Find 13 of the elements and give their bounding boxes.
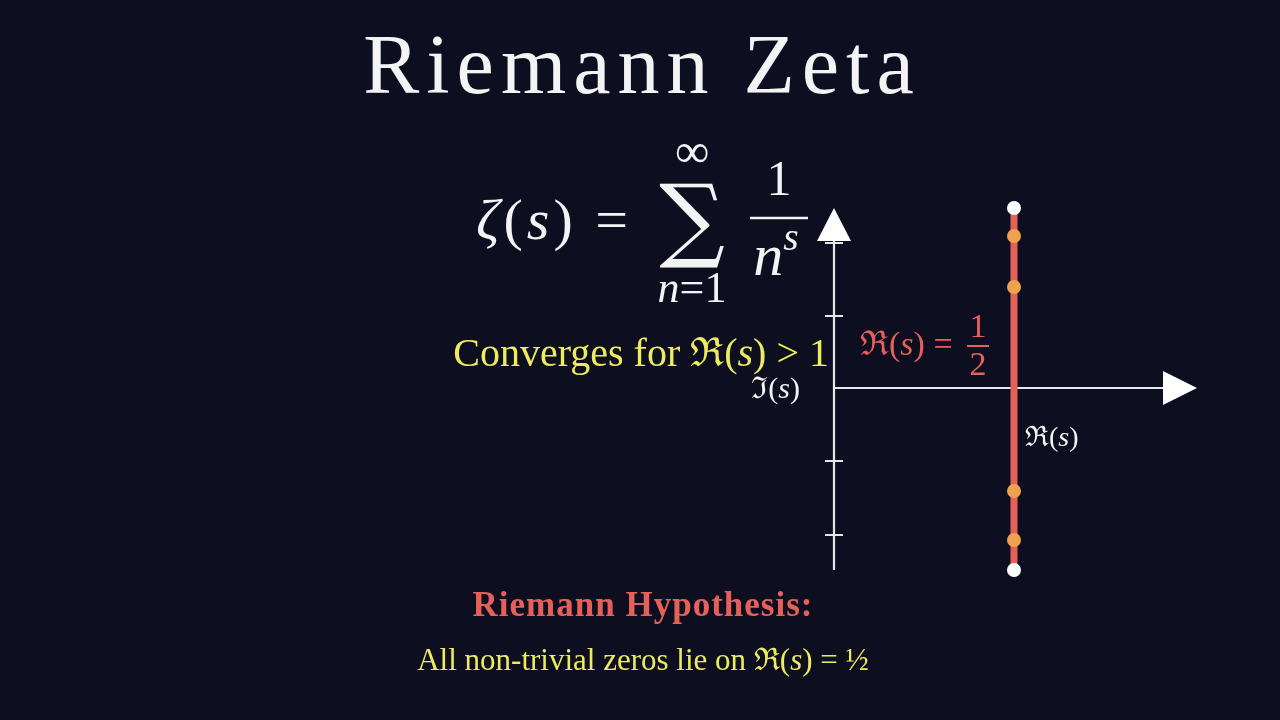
critical-line-label: ℜ(s) = bbox=[860, 326, 953, 361]
summation-lower-limit: n=1 bbox=[657, 269, 727, 305]
hypothesis-statement: All non-trivial zeros lie on ℜ(s) = ½ bbox=[417, 644, 869, 675]
hypothesis-heading: Riemann Hypothesis: bbox=[472, 586, 814, 622]
real-axis-label: ℜ(s) bbox=[1025, 422, 1079, 451]
fraction-numerator: 1 bbox=[969, 312, 987, 341]
formula-text: ζ(s) = bbox=[476, 191, 632, 250]
fraction-denominator: 2 bbox=[969, 350, 987, 379]
fraction-denominator: n$^{s}$ bbox=[753, 227, 799, 282]
fraction-numerator: 1 bbox=[766, 155, 792, 201]
summation-upper-limit: ∞ bbox=[674, 138, 710, 163]
title: Riemann Zeta bbox=[363, 22, 921, 107]
summation-sign: ∑ bbox=[659, 166, 725, 270]
